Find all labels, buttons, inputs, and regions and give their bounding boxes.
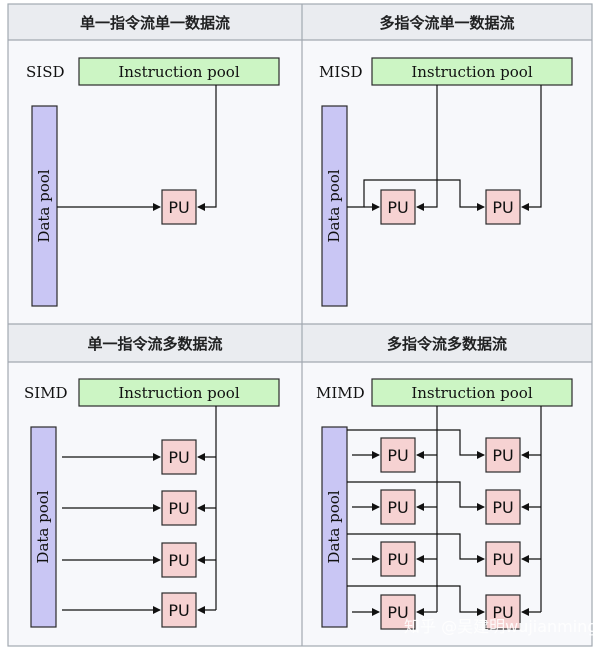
mimd-instruction-pool-label: Instruction pool	[411, 384, 532, 402]
sisd-instruction-pool	[78, 57, 280, 86]
misd-panel: MISD Instruction pool Data pool PU PU	[319, 57, 573, 307]
simd-tag: SIMD	[24, 384, 68, 402]
simd-pu-1-label: PU	[168, 448, 189, 467]
watermark-text: 知乎 @吴建明wujianming	[404, 617, 597, 636]
misd-pu-2	[485, 189, 521, 225]
mimd-data-pool	[321, 426, 348, 628]
mimd-pu-r1-c1-label: PU	[387, 446, 408, 465]
mimd-pu-r3-c1	[380, 541, 416, 577]
simd-pu-1	[161, 439, 197, 475]
misd-instruction-path-pu1	[416, 85, 438, 211]
outer-border	[7, 3, 593, 647]
mimd-data-path-r3-c2	[347, 533, 485, 563]
misd-data-pool	[321, 105, 348, 307]
sisd-pu-label: PU	[168, 198, 189, 217]
mimd-pu-r2-c1	[380, 489, 416, 525]
mimd-instruction-pool	[371, 378, 573, 407]
misd-data-pool-label: Data pool	[325, 169, 343, 242]
simd-instruction-pool-label: Instruction pool	[118, 384, 239, 402]
sisd-panel: SISD Instruction pool Data pool PU	[26, 57, 280, 307]
misd-title: 多指令流单一数据流	[379, 14, 514, 32]
sisd-tag: SISD	[26, 63, 65, 81]
mimd-pu-r2-c2-label: PU	[492, 498, 513, 517]
simd-pu-4	[161, 592, 197, 628]
sisd-instruction-arrow	[197, 85, 217, 211]
misd-pu-1	[380, 189, 416, 225]
sisd-title: 单一指令流单一数据流	[80, 14, 230, 32]
mimd-data-pool-label: Data pool	[325, 490, 343, 563]
mimd-pu-r2-c2	[485, 489, 521, 525]
sisd-pu	[161, 189, 197, 225]
mimd-pu-r4-c2	[485, 594, 521, 630]
sisd-data-pool-label: Data pool	[35, 169, 53, 242]
misd-pu-1-label: PU	[387, 198, 408, 217]
misd-tag: MISD	[319, 63, 363, 81]
mimd-pu-r2-c1-label: PU	[387, 498, 408, 517]
sisd-instruction-pool-label: Instruction pool	[118, 63, 239, 81]
misd-pu-2-label: PU	[492, 198, 513, 217]
simd-pu-2	[161, 490, 197, 526]
mimd-data-path-r2-c2	[347, 481, 485, 511]
misd-instruction-pool-label: Instruction pool	[411, 63, 532, 81]
misd-instruction-path-pu2	[521, 85, 542, 211]
simd-data-pool-label: Data pool	[34, 490, 52, 563]
simd-pu-3	[161, 542, 197, 578]
sisd-header	[8, 4, 302, 40]
simd-panel: SIMD Instruction pool Data pool PU PU PU…	[24, 378, 280, 628]
mimd-pu-r3-c2	[485, 541, 521, 577]
simd-header	[8, 324, 302, 362]
simd-pu-2-label: PU	[168, 499, 189, 518]
mimd-pu-r4-c1-label: PU	[387, 603, 408, 622]
mimd-pu-r1-c1	[380, 437, 416, 473]
mimd-pu-r4-c1	[380, 594, 416, 630]
mimd-header	[302, 324, 592, 362]
mimd-pu-r1-c2	[485, 437, 521, 473]
simd-data-pool	[30, 426, 57, 628]
mimd-pu-r3-c1-label: PU	[387, 550, 408, 569]
simd-instruction-pool	[78, 378, 280, 407]
misd-data-path-pu2	[347, 179, 485, 211]
mimd-pu-r1-c2-label: PU	[492, 446, 513, 465]
mimd-data-path-r1-c2	[347, 429, 485, 459]
simd-title: 单一指令流多数据流	[87, 335, 222, 353]
simd-pu-3-label: PU	[168, 551, 189, 570]
sisd-data-pool	[31, 105, 58, 307]
misd-instruction-pool	[371, 57, 573, 86]
mimd-panel: MIMD Instruction pool Data pool PU PU PU…	[316, 378, 573, 630]
simd-pu-4-label: PU	[168, 601, 189, 620]
misd-header	[302, 4, 592, 40]
mimd-data-path-r4-c2	[347, 585, 485, 616]
mimd-tag: MIMD	[316, 384, 365, 402]
mimd-pu-r3-c2-label: PU	[492, 550, 513, 569]
mimd-title: 多指令流多数据流	[387, 335, 507, 353]
mimd-pu-r4-c2-label: PU	[492, 603, 513, 622]
